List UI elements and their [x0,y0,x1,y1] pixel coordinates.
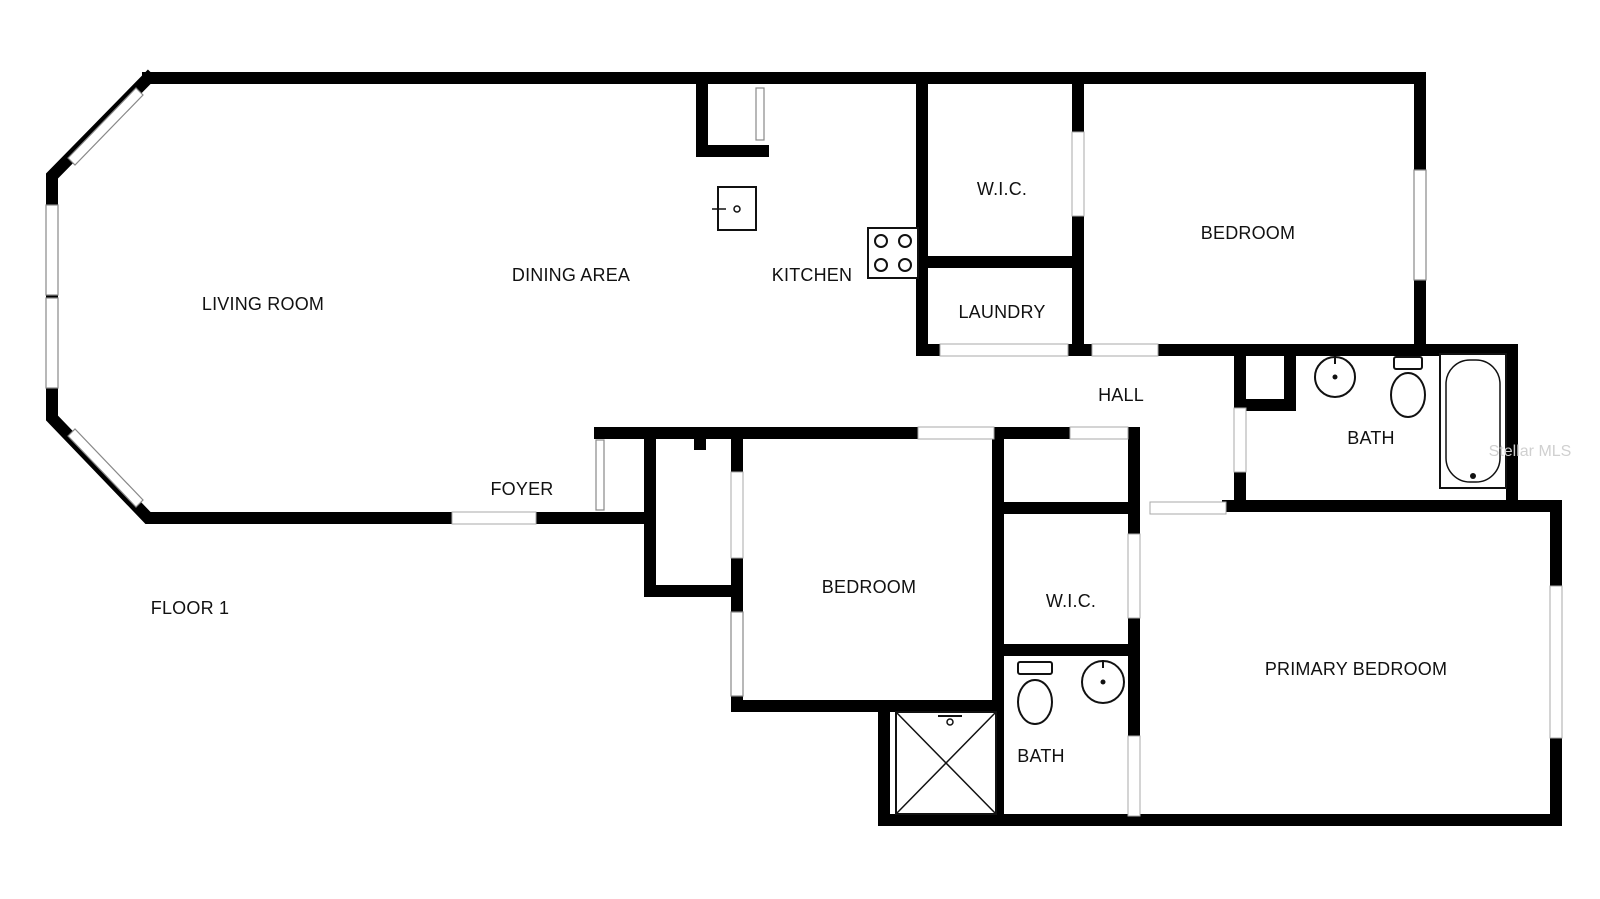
watermark: Stellar MLS [1489,443,1572,460]
windows [45,87,1427,697]
label-living-room: LIVING ROOM [202,294,324,314]
toilet-icon [1390,356,1426,418]
label-laundry: LAUNDRY [958,302,1045,322]
shower-icon [895,711,997,815]
label-bath-bottom: BATH [1017,746,1064,766]
bath-bottom-sink-icon [1081,660,1125,704]
label-wic-bottom: W.I.C. [1046,591,1096,611]
floor-label: FLOOR 1 [151,598,229,618]
label-bedroom-top: BEDROOM [1201,223,1295,243]
label-bedroom-mid: BEDROOM [822,577,916,597]
label-wic-top: W.I.C. [977,179,1027,199]
label-kitchen: KITCHEN [772,265,852,285]
label-dining-area: DINING AREA [512,265,630,285]
bathtub-icon [1439,353,1507,489]
bath-right-sink-icon [1314,356,1356,398]
door-openings [451,131,1563,817]
label-foyer: FOYER [490,479,553,499]
label-hall: HALL [1098,385,1144,405]
label-bath-right: BATH [1347,428,1394,448]
room-labels: LIVING ROOM DINING AREA KITCHEN W.I.C. L… [151,179,1572,766]
kitchen-sink-icon [712,186,757,231]
bath-bottom-toilet-icon [1017,661,1053,725]
label-primary-bedroom: PRIMARY BEDROOM [1265,659,1447,679]
walls [46,69,1562,826]
stove-icon [867,227,919,279]
